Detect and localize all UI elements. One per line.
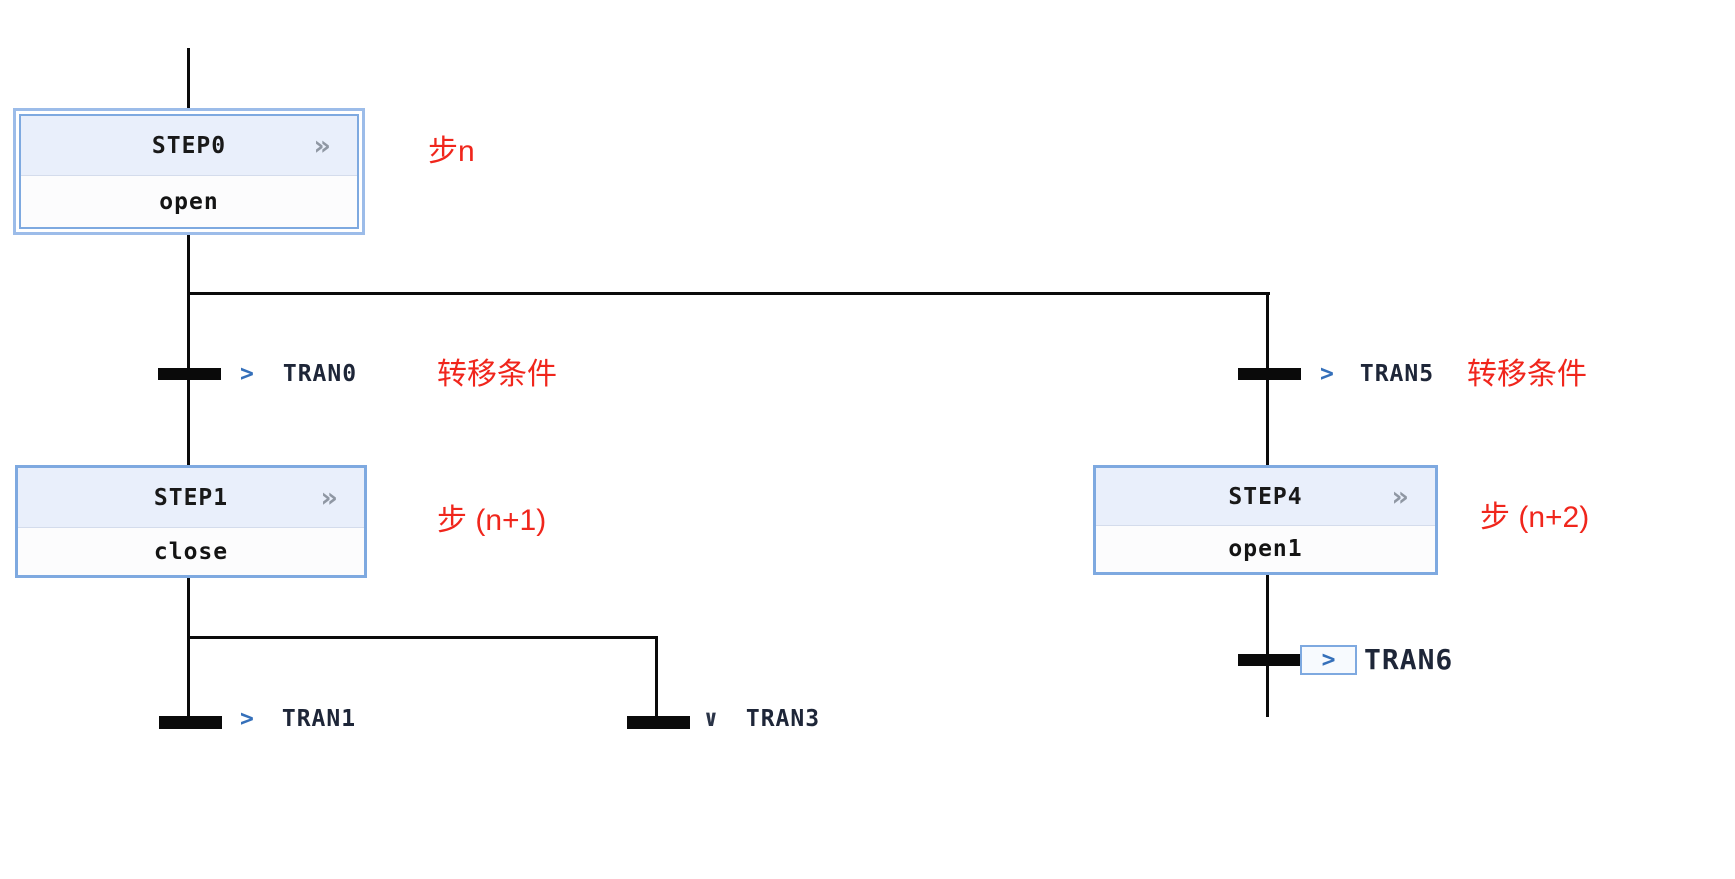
step4-expand-icon[interactable]: »: [1391, 481, 1409, 512]
connector-below-step4: [1266, 573, 1269, 717]
transition-name-tran1: TRAN1: [281, 706, 357, 732]
transition-selected-box-tran6[interactable]: >: [1300, 645, 1357, 675]
transition-name-tran0: TRAN0: [282, 361, 358, 387]
step4-header[interactable]: STEP4 »: [1096, 468, 1435, 526]
step0-action-row[interactable]: open: [21, 176, 357, 227]
annotation-step-n2: 步 (n+2): [1480, 501, 1590, 534]
transition-name-tran3: TRAN3: [745, 706, 821, 732]
connector-divergence-horizontal: [187, 636, 658, 639]
connector-step0-to-step1: [187, 233, 190, 467]
connector-divergence-right-vertical: [655, 636, 658, 722]
step0-expand-icon[interactable]: »: [313, 130, 331, 161]
transition-bar-tran3[interactable]: [627, 716, 690, 729]
transition-symbol-icon: ∨: [704, 706, 718, 732]
transition-bar-tran1[interactable]: [159, 716, 222, 729]
step0-name: STEP0: [151, 132, 227, 159]
transition-label-tran1[interactable]: > TRAN1: [240, 704, 356, 734]
step0-action: open: [159, 188, 219, 215]
transition-symbol-icon: >: [1321, 647, 1336, 673]
transition-bar-tran0[interactable]: [158, 368, 221, 380]
step1-name: STEP1: [153, 484, 229, 511]
annotation-step-n1: 步 (n+1): [437, 504, 547, 537]
transition-label-tran6[interactable]: TRAN6: [1364, 645, 1453, 675]
transition-bar-tran5[interactable]: [1238, 368, 1301, 380]
transition-label-tran5[interactable]: > TRAN5: [1320, 359, 1434, 389]
annotation-step-n: 步n: [428, 135, 475, 168]
step1-expand-icon[interactable]: »: [320, 482, 338, 513]
step4-name: STEP4: [1228, 483, 1303, 510]
transition-name-tran6: TRAN6: [1364, 643, 1454, 676]
transition-symbol-icon: >: [1320, 361, 1334, 387]
transition-symbol-icon: >: [240, 706, 254, 732]
transition-name-tran5: TRAN5: [1359, 361, 1435, 387]
step1-action-row[interactable]: close: [18, 528, 364, 575]
step4-action-row[interactable]: open1: [1096, 526, 1435, 572]
step1-action: close: [153, 538, 229, 565]
step4-action: open1: [1228, 536, 1303, 562]
connector-top-vertical: [187, 48, 190, 110]
connector-below-step1: [187, 576, 190, 722]
step0-header[interactable]: STEP0 »: [21, 116, 357, 176]
transition-label-tran3[interactable]: ∨ TRAN3: [704, 704, 820, 734]
annotation-condition-right: 转移条件: [1467, 358, 1587, 391]
connector-branch-horizontal: [187, 292, 1270, 295]
transition-symbol-icon: >: [240, 361, 254, 387]
step-box-step4[interactable]: STEP4 » open1: [1093, 465, 1438, 575]
step1-header[interactable]: STEP1 »: [18, 468, 364, 528]
transition-bar-tran6[interactable]: [1238, 654, 1301, 666]
annotation-condition-left: 转移条件: [437, 358, 557, 391]
step-box-step1[interactable]: STEP1 » close: [15, 465, 367, 578]
step-box-step0[interactable]: STEP0 » open: [13, 108, 365, 235]
transition-label-tran0[interactable]: > TRAN0: [240, 359, 357, 389]
